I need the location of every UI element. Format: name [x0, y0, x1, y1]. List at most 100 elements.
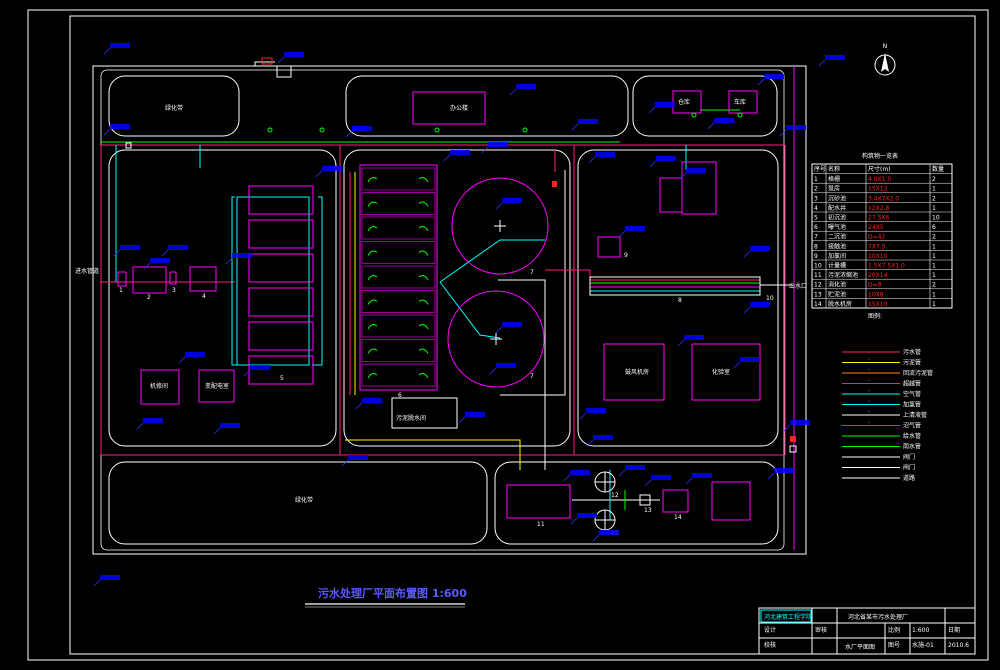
aeration-lane: [361, 216, 436, 240]
table-cell: 3.4X7X2.0: [868, 195, 899, 202]
callout-leader: [783, 424, 791, 432]
title-block-designer-label: 设计: [764, 626, 776, 634]
callout-leader: [685, 477, 693, 485]
callout-leader: [648, 106, 656, 114]
legend-item: 道路: [903, 474, 915, 482]
table-cell: 12: [814, 282, 822, 289]
flow-arrow-icon: [367, 324, 378, 330]
label-green-south: 绿化带: [295, 496, 313, 504]
table-cell: 9: [814, 253, 818, 260]
title-block-scale-label: 比例: [888, 626, 900, 634]
callout-leader: [481, 146, 489, 154]
unit-number: 7: [530, 269, 534, 276]
table-cell: 2: [932, 282, 936, 289]
chlorination-a: [659, 177, 683, 213]
table-cell: 计量槽: [828, 262, 846, 270]
aeration-tanks: [361, 167, 436, 387]
table-cell: 10X8: [868, 291, 884, 298]
gate-post: [261, 57, 273, 65]
callout-leader: [588, 156, 596, 164]
legend-marker: ·: [868, 399, 870, 406]
table-cell: 20X14: [868, 272, 888, 279]
callout-leader: [618, 230, 626, 238]
table-cell: 污泥浓缩池: [828, 271, 858, 279]
north-label: N: [883, 43, 888, 50]
primary-tank: [248, 185, 314, 215]
block-store: [632, 75, 778, 137]
primary-tank: [248, 321, 314, 351]
table-cell: 曝气池: [828, 223, 846, 231]
callout-leader: [649, 160, 657, 168]
block-pretreatment: [108, 149, 337, 447]
callout-tag: [250, 365, 270, 370]
sludge-pump-house: [391, 397, 458, 429]
table-cell: 沉砂池: [828, 194, 846, 202]
flow-arrow-icon: [367, 177, 378, 183]
table-cell: 8: [814, 243, 818, 250]
callout-tag: [100, 575, 120, 580]
drawing-title: 污水处理厂平面布置图 1:600: [318, 586, 467, 600]
callout-leader: [93, 579, 101, 587]
callout-leader: [767, 472, 775, 480]
callout-tag: [450, 150, 470, 155]
flow-arrow-icon: [418, 275, 429, 281]
unit-number: 14: [674, 514, 682, 521]
plant-boundary: [92, 65, 807, 555]
callout-tag: [625, 465, 645, 470]
label-outlet: 出水口: [789, 282, 807, 290]
callout-leader: [592, 534, 600, 542]
unit-number: 4: [202, 293, 206, 300]
label-inlet: 进水管道: [75, 267, 99, 275]
callout-tag: [185, 352, 205, 357]
sludge-storage: [639, 494, 651, 506]
callout-tag: [496, 363, 516, 368]
label-repair: 机修间: [150, 382, 168, 390]
callout-tag: [322, 166, 342, 171]
block-office: [345, 75, 629, 137]
callout-tag: [740, 357, 760, 362]
callout-leader: [103, 47, 111, 55]
flow-arrow-icon: [418, 348, 429, 354]
legend-item: 阀门: [903, 453, 915, 461]
callout-leader: [509, 88, 517, 96]
callout-tag: [586, 408, 606, 413]
flow-arrow-icon: [367, 348, 378, 354]
callout-tag: [684, 335, 704, 340]
callout-tag: [168, 245, 188, 250]
buildings: [140, 90, 761, 531]
legend-item: 加氯管: [903, 401, 921, 409]
callout-tag: [352, 126, 372, 131]
callout-tag: [232, 253, 252, 258]
structure-table-frame: [811, 163, 953, 309]
callout-tag: [516, 84, 536, 89]
block-sludge: [494, 461, 779, 545]
table-cell: 1: [932, 272, 936, 279]
callout-tag: [570, 470, 590, 475]
legend-marker: ·: [868, 378, 870, 385]
table-cell: 14: [814, 301, 822, 308]
callout-tag: [750, 302, 770, 307]
callout-tag: [110, 124, 130, 129]
table-cell: 2: [932, 176, 936, 183]
table-cell: 格栅: [828, 175, 840, 183]
callout-tag: [764, 74, 784, 79]
outer-border: [27, 9, 989, 661]
block-green-south: [108, 461, 488, 545]
table-cell: 7X7.5: [868, 243, 886, 250]
table-cell: 10X10: [868, 253, 888, 260]
callout-leader: [178, 356, 186, 364]
contact-house: [597, 236, 621, 258]
legend-item: 污泥管: [903, 359, 921, 367]
blower-house: [603, 343, 665, 401]
unit-grit: [169, 271, 177, 285]
building-labels: 绿化带 办公楼 绿化带 进水管道 出水口 污泥脱水间 仓库 车库 鼓风机房 化验…: [75, 98, 807, 504]
legend-title: 图例:: [868, 312, 882, 320]
aeration-frame: [359, 164, 438, 391]
table-cell: 脱水机房: [828, 300, 852, 308]
callout-leader: [495, 202, 503, 210]
callout-leader: [213, 427, 221, 435]
callout-tag: [655, 102, 675, 107]
callout-tag: [143, 418, 163, 423]
title-block-date: 2010.6: [948, 642, 969, 649]
unit-primary-frame: [236, 196, 310, 366]
